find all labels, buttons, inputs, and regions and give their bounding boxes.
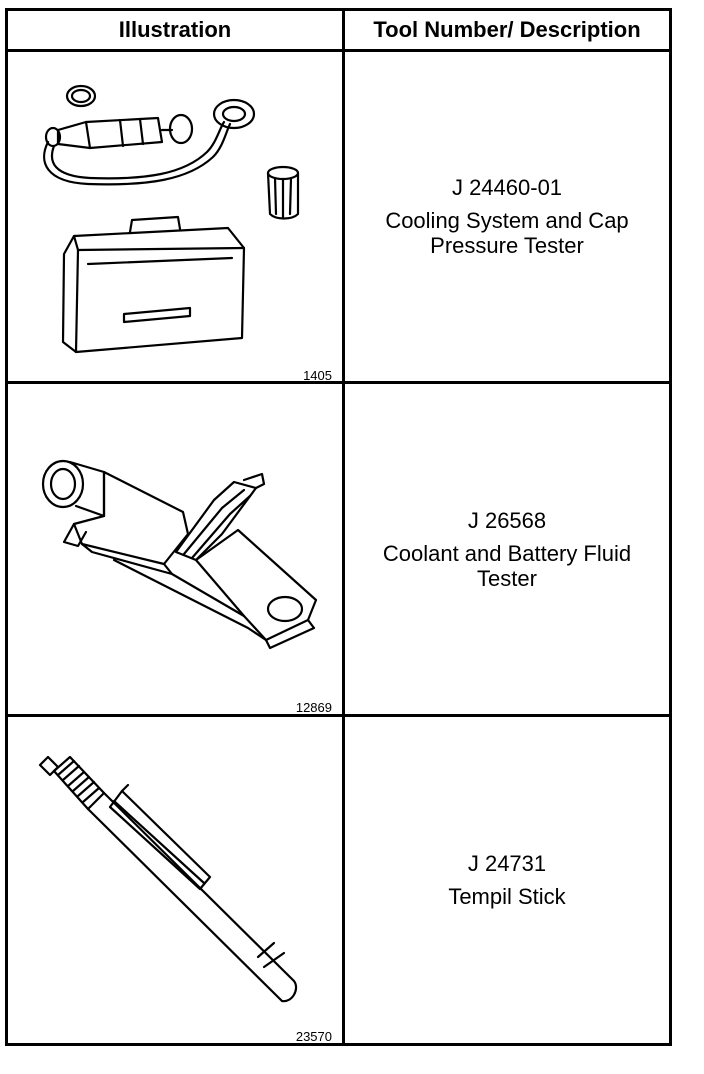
figure-number: 12869 <box>295 700 332 715</box>
tempil-stick-illustration <box>38 755 298 1003</box>
tools-table: Illustration Tool Number/ Description <box>5 8 672 1046</box>
header-tool-description: Tool Number/ Description <box>373 17 641 42</box>
row-divider-1 <box>8 381 669 384</box>
figure-number: 23570 <box>295 1029 332 1044</box>
row-1-description-cell: J 24460-01 Cooling System and Cap Pressu… <box>345 52 669 381</box>
row-2-description-cell: J 26568 Coolant and Battery Fluid Tester <box>345 384 669 714</box>
tool-number: J 24731 <box>467 851 547 876</box>
row-2-illustration-cell: 12869 <box>8 384 342 715</box>
figure-number: 1405 <box>303 368 332 383</box>
row-3-description-cell: J 24731 Tempil Stick <box>345 717 669 1043</box>
tool-description: Cooling System and Cap Pressure Tester <box>385 208 629 258</box>
tool-number: J 24460-01 <box>451 175 563 200</box>
row-1-illustration-cell: 1405 <box>8 52 342 383</box>
tool-description: Coolant and Battery Fluid Tester <box>382 540 632 591</box>
tool-number: J 26568 <box>467 507 547 533</box>
tool-description: Tempil Stick <box>448 884 566 909</box>
column-divider <box>342 11 345 1043</box>
coolant-battery-fluid-tester-illustration <box>41 459 318 650</box>
cooling-system-pressure-tester-illustration <box>43 84 300 354</box>
header-divider <box>8 49 669 52</box>
header-illustration: Illustration <box>118 17 232 42</box>
row-divider-2 <box>8 714 669 717</box>
row-3-illustration-cell: 23570 <box>8 717 342 1044</box>
